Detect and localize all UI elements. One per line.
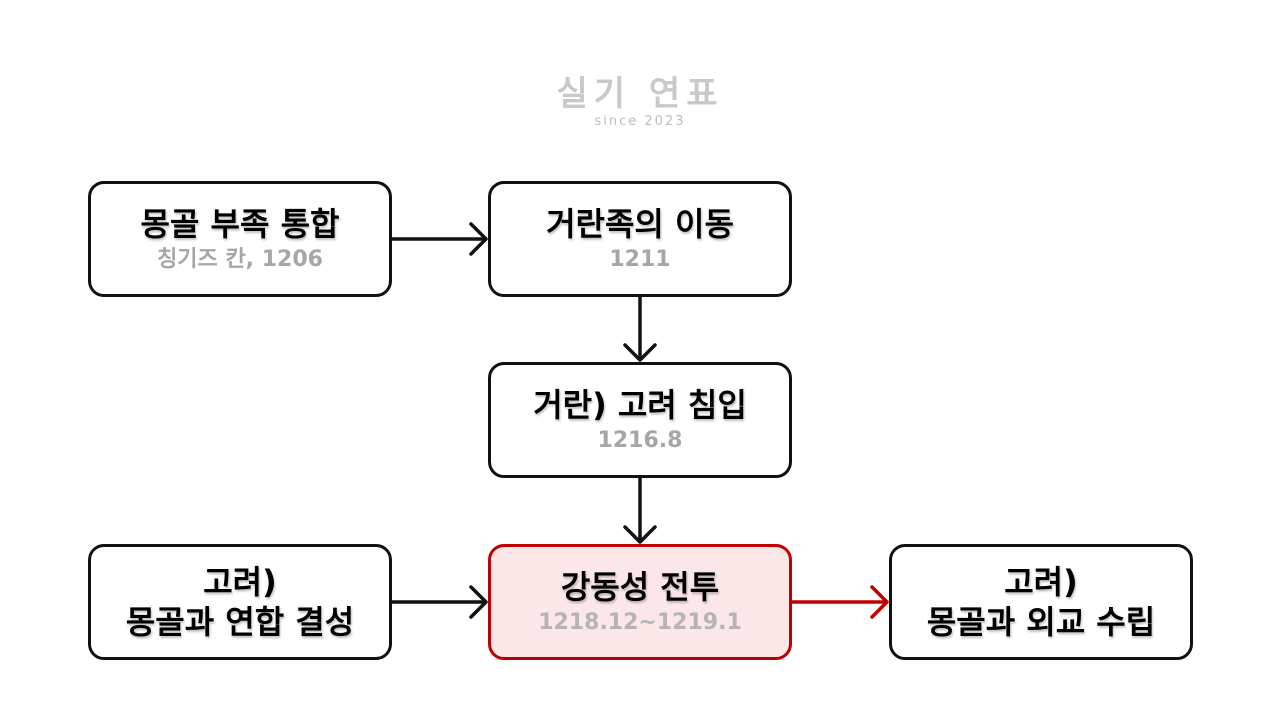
node-khitan-migration: 거란족의 이동 1211 [488, 181, 792, 297]
node-title: 고려) 몽골과 연합 결성 [125, 563, 355, 641]
node-subtitle: 칭기즈 칸, 1206 [157, 247, 323, 272]
node-gangdong-battle: 강동성 전투 1218.12~1219.1 [488, 544, 792, 660]
node-title: 고려) 몽골과 외교 수립 [926, 563, 1156, 641]
arrow-head-icon [870, 585, 889, 619]
watermark-subtitle: since 2023 [594, 114, 686, 129]
node-title: 몽골 부족 통합 [140, 205, 340, 243]
watermark: 실기 연표 since 2023 [540, 74, 740, 130]
arrow-head-icon [469, 222, 488, 256]
arrow-khitan-migration-to-khitan-invasion [623, 297, 657, 362]
node-goryeo-diplomacy: 고려) 몽골과 외교 수립 [889, 544, 1193, 660]
arrow-head-icon [469, 585, 488, 619]
node-khitan-invasion: 거란) 고려 침입 1216.8 [488, 362, 792, 478]
arrow-mongol-unification-to-khitan-migration [392, 222, 488, 256]
arrow-head-icon [623, 525, 657, 544]
node-goryeo-alliance: 고려) 몽골과 연합 결성 [88, 544, 392, 660]
arrow-gangdong-battle-to-goryeo-diplomacy [792, 585, 889, 619]
node-subtitle: 1218.12~1219.1 [538, 610, 742, 635]
node-subtitle: 1216.8 [597, 428, 683, 453]
node-title: 강동성 전투 [560, 568, 720, 606]
arrow-head-icon [623, 343, 657, 362]
watermark-title: 실기 연표 [556, 74, 724, 114]
arrow-khitan-invasion-to-gangdong-battle [623, 478, 657, 544]
node-mongol-unification: 몽골 부족 통합 칭기즈 칸, 1206 [88, 181, 392, 297]
arrow-goryeo-alliance-to-gangdong-battle [392, 585, 488, 619]
node-subtitle: 1211 [609, 247, 671, 272]
node-title: 거란족의 이동 [546, 205, 734, 243]
node-title: 거란) 고려 침입 [533, 386, 747, 424]
